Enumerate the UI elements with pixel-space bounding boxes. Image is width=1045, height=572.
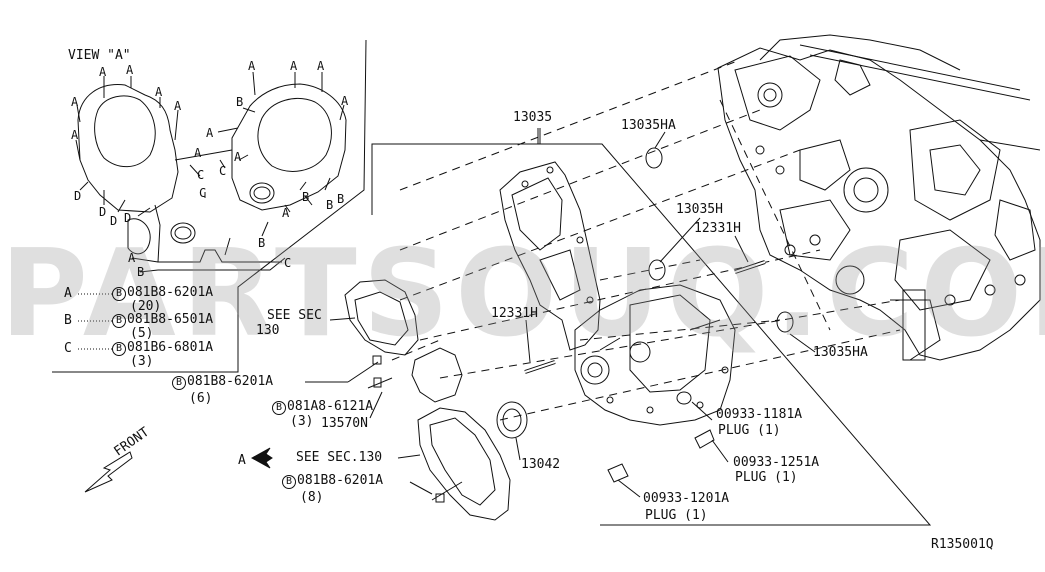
letter-b: B — [236, 95, 244, 109]
gasket-right — [232, 84, 346, 210]
callout-13042[interactable]: 13042 — [521, 457, 561, 472]
letter-a: A — [99, 65, 107, 79]
callout-13035ha-bottom[interactable]: 13035HA — [813, 345, 868, 360]
letter-a: A — [234, 150, 242, 164]
letter-c: C — [219, 164, 227, 178]
plug-1251 — [695, 430, 714, 448]
letter-a: A — [71, 128, 79, 142]
letter-d: D — [99, 205, 107, 219]
gasket-left — [78, 85, 178, 212]
o-ring-13035ha-top — [646, 148, 662, 168]
valve-timing-cover-upper — [345, 280, 418, 355]
valve-timing-cover-lower — [418, 408, 510, 520]
letter-b: B — [137, 265, 145, 279]
callout-13570n[interactable]: 13570N — [321, 416, 368, 431]
view-a-frame — [52, 40, 366, 372]
bolt-qty: (6) — [189, 391, 213, 406]
assembly-bracket — [372, 144, 930, 525]
letter-a: A — [290, 59, 298, 73]
view-a-arrow — [252, 448, 272, 468]
legend-qty: (3) — [130, 354, 154, 369]
bolt-qty: (8) — [300, 490, 324, 505]
lower-chain-case — [575, 285, 735, 425]
legend-key: A — [64, 286, 72, 301]
plug-1201 — [608, 464, 628, 482]
front-oil-seal — [497, 402, 527, 438]
callout-plug-1181[interactable]: 00933-1181A — [716, 407, 803, 422]
plug-1181 — [677, 392, 691, 404]
letter-b: B — [258, 236, 266, 250]
legend-key: B — [64, 313, 72, 328]
letter-a: A — [126, 63, 134, 77]
letter-a: A — [282, 206, 290, 220]
bolt-symbol-icon: B — [112, 342, 126, 356]
see-sec-upper-number: 130 — [256, 323, 280, 338]
letter-c: C — [197, 168, 205, 182]
letter-a: A — [71, 95, 79, 109]
legend-key: C — [64, 341, 72, 356]
letter-a: A — [194, 146, 202, 160]
callout-12331h-right[interactable]: 12331H — [694, 221, 741, 236]
letter-a: A — [174, 99, 182, 113]
letter-d: D — [110, 214, 118, 228]
letter-c: C — [199, 186, 207, 200]
view-a-title: VIEW "A" — [68, 48, 131, 63]
letter-a: A — [155, 85, 163, 99]
letter-b: B — [326, 198, 334, 212]
view-a-leaders — [76, 72, 344, 272]
o-ring-13035h — [649, 260, 665, 280]
diagram-code: R135001Q — [931, 537, 994, 552]
letter-d: D — [74, 189, 82, 203]
callout-12331h-left[interactable]: 12331H — [491, 306, 538, 321]
callout-13035h[interactable]: 13035H — [676, 202, 723, 217]
letter-d: D — [124, 211, 132, 225]
callout-plug-1201[interactable]: 00933-1201A — [643, 491, 730, 506]
bolt-symbol-icon: B — [112, 287, 126, 301]
letter-b: B — [302, 190, 310, 204]
plug-label: PLUG (1) — [645, 508, 708, 523]
bolt-qty: (3) — [290, 414, 314, 429]
letter-c: C — [284, 256, 292, 270]
letter-a: A — [128, 251, 136, 265]
letter-b: B — [337, 192, 345, 206]
bolt-symbol-icon: B — [112, 314, 126, 328]
letter-a: A — [341, 94, 349, 108]
engine-block — [718, 35, 1040, 360]
callout-13035[interactable]: 13035 — [513, 110, 553, 125]
legend-qty: (20) — [130, 299, 162, 314]
bolt-symbol-icon: B — [282, 475, 296, 489]
plug-label: PLUG (1) — [735, 470, 798, 485]
callout-13035ha-top[interactable]: 13035HA — [621, 118, 676, 133]
legend-qty: (5) — [130, 326, 154, 341]
view-a-arrow-label: A — [238, 453, 246, 468]
plug-label: PLUG (1) — [718, 423, 781, 438]
upper-chain-case — [500, 162, 600, 350]
front-arrow-shape — [85, 452, 132, 492]
bolts — [348, 356, 462, 502]
callout-plug-1251[interactable]: 00933-1251A — [733, 455, 820, 470]
cover-plate-13570n — [412, 348, 462, 402]
see-sec-lower[interactable]: SEE SEC.130 — [296, 450, 383, 465]
see-sec-upper[interactable]: SEE SEC — [267, 308, 322, 323]
letter-a: A — [248, 59, 256, 73]
letter-a: A — [317, 59, 325, 73]
letter-a: A — [206, 126, 214, 140]
bolt-symbol-icon: B — [272, 401, 286, 415]
alignment-lines — [392, 60, 900, 420]
callout-leaders — [305, 128, 815, 497]
bolt-symbol-icon: B — [172, 376, 186, 390]
o-ring-13035ha-bottom — [777, 312, 793, 332]
